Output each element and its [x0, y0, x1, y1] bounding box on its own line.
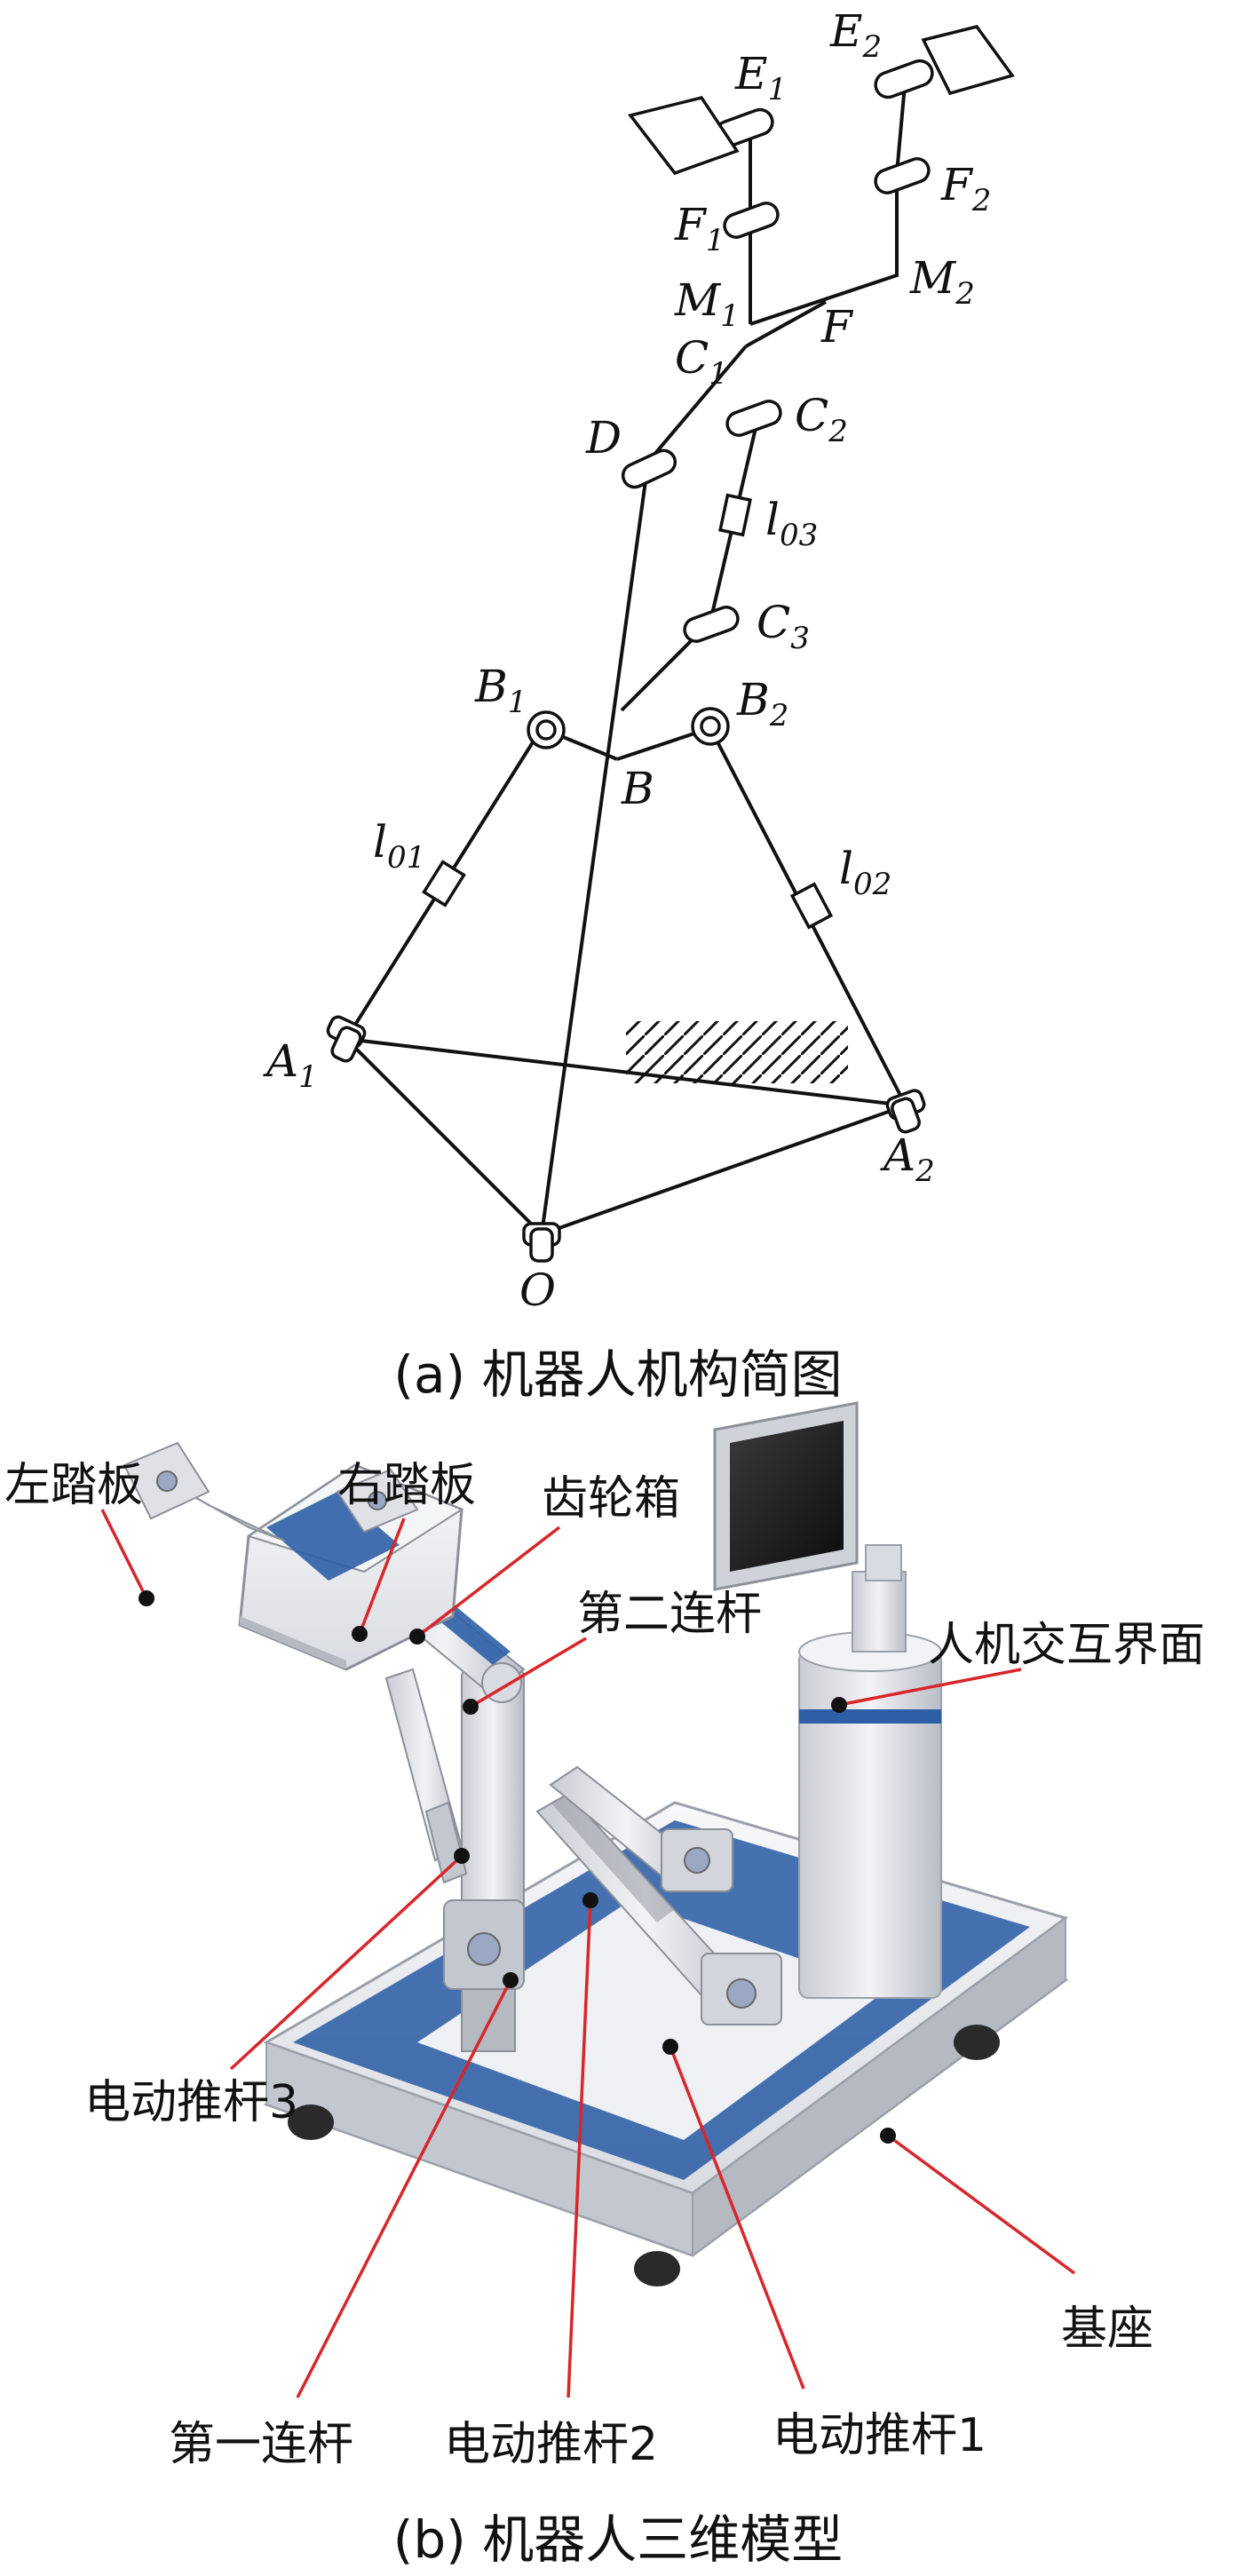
callout-dot-hmi: [831, 1697, 847, 1713]
pedal-plate-1: [627, 96, 740, 176]
callout-actuator2: 电动推杆2: [444, 2418, 658, 2471]
label-c3: C3: [757, 597, 810, 656]
joint-c3: [683, 606, 740, 643]
callout-right-pedal: 右踏板: [337, 1459, 476, 1512]
callout-gearbox: 齿轮箱: [542, 1472, 680, 1526]
prismatic-l01: [422, 860, 466, 908]
callout-dot-gearbox: [409, 1629, 425, 1645]
callout-line-left-pedal: [100, 1509, 148, 1599]
main-mast: [540, 461, 650, 1235]
callout-lines: [100, 1509, 1076, 2398]
joint-f2: [874, 157, 931, 194]
callout-line-base: [886, 2134, 1076, 2275]
callout-line-second-link: [470, 1637, 587, 1708]
callout-second-link: 第二连杆: [577, 1588, 762, 1641]
callout-left-pedal: 左踏板: [4, 1459, 143, 1512]
robot-3d-model: 左踏板 右踏板 齿轮箱 第二连杆 人机交互界面 电动推杆3 基座 第一连杆 电动…: [4, 1401, 1205, 2570]
label-c2: C2: [795, 390, 848, 449]
joint-d: [621, 448, 677, 489]
label-d: D: [585, 412, 622, 464]
joint-e2: [874, 59, 934, 99]
label-b1: B1: [474, 661, 527, 720]
label-b: B: [621, 763, 654, 814]
callout-dot-second-link: [463, 1699, 479, 1715]
label-a2: A2: [880, 1129, 935, 1189]
actuator-1: [535, 1792, 782, 2025]
label-o: O: [519, 1264, 556, 1316]
callout-dot-actuator1: [662, 2039, 678, 2055]
label-l01: l01: [373, 816, 425, 876]
actuator-3: [384, 1668, 468, 1884]
prismatic-l02: [789, 882, 834, 930]
label-l03: l03: [765, 494, 818, 553]
callout-dot-base: [880, 2128, 896, 2144]
joint-b2: [691, 707, 730, 746]
label-f1: F1: [674, 199, 725, 258]
callout-line-actuator1: [669, 2046, 805, 2390]
callout-dot-first-link: [503, 1972, 519, 1988]
label-c1: C1: [675, 332, 728, 392]
label-m2: M2: [909, 252, 975, 312]
link-o-a2: [541, 1104, 907, 1236]
label-m1: M1: [674, 274, 740, 334]
label-a1: A1: [263, 1035, 318, 1095]
console-column: [798, 1544, 942, 1999]
prismatic-l03: [718, 493, 752, 537]
callout-base: 基座: [1061, 2303, 1153, 2356]
callout-line-hmi: [838, 1668, 1022, 1707]
actuator-2: [549, 1765, 733, 1892]
callout-line-actuator2: [566, 1899, 592, 2398]
joint-o: [522, 1222, 561, 1263]
link-c1-f: [745, 300, 827, 348]
link-f-m2-f2: [749, 173, 899, 326]
pedal-plate-2: [921, 25, 1015, 96]
callout-line-gearbox: [416, 1526, 561, 1638]
label-l02: l02: [839, 843, 891, 902]
ground-hatch: [626, 1021, 848, 1083]
joint-b1: [527, 710, 566, 749]
callout-line-first-link: [296, 1979, 512, 2398]
callout-line-actuator3: [229, 1854, 464, 2071]
callout-dot-actuator3: [454, 1848, 470, 1864]
callout-dot-right-pedal: [352, 1626, 368, 1642]
label-f2: F2: [940, 159, 991, 218]
joint-a2: [885, 1089, 926, 1134]
caption-b: (b) 机器人三维模型: [393, 2509, 844, 2570]
callout-hmi: 人机交互界面: [928, 1619, 1205, 1672]
hmi-screen: [713, 1401, 859, 1591]
callout-dot-actuator2: [582, 1892, 598, 1908]
first-link: [443, 1668, 525, 2052]
label-e1: E1: [734, 48, 787, 107]
joint-f1: [723, 202, 780, 239]
label-f: F: [820, 301, 854, 353]
callout-line-right-pedal: [358, 1518, 406, 1635]
callout-first-link: 第一连杆: [169, 2418, 353, 2471]
callout-dot-left-pedal: [139, 1590, 154, 1606]
right-pedal: [336, 1468, 419, 1534]
label-b2: B2: [736, 674, 788, 733]
link-a1-o: [345, 1037, 543, 1236]
label-e2: E2: [829, 5, 882, 65]
callout-actuator3: 电动推杆3: [84, 2076, 298, 2129]
link-d-c1: [646, 345, 748, 464]
joint-c2: [725, 400, 782, 437]
kinematic-diagram: E1 E2 F1 F2 M1 M2 F C1 C2 D l03 C3 B1 B2…: [263, 5, 1015, 1405]
caption-a: (a) 机器人机构简图: [393, 1344, 842, 1405]
left-pedal: [123, 1441, 285, 1542]
callout-actuator1: 电动推杆1: [772, 2409, 986, 2462]
joint-a1: [326, 1015, 367, 1063]
